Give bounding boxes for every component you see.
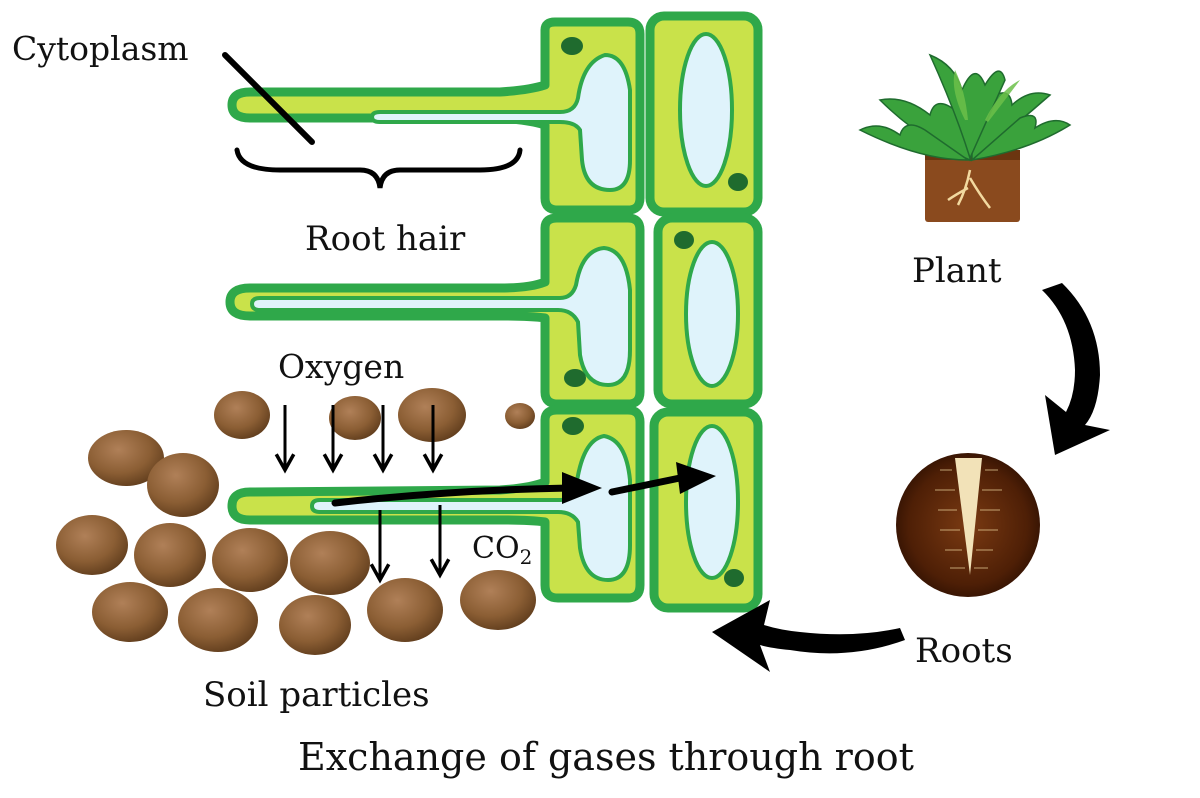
nucleus: [674, 231, 694, 249]
nucleus: [724, 569, 744, 587]
nucleus: [562, 417, 584, 435]
root-cross-section-icon: [896, 453, 1040, 597]
cortex-cell-middle: [653, 213, 763, 409]
co2-label: CO2: [472, 531, 532, 569]
oxygen-arrows: [285, 405, 433, 470]
root-hair-cell-bottom: [227, 405, 645, 603]
nucleus: [564, 369, 586, 387]
soil-particles-label: Soil particles: [203, 675, 430, 715]
oxygen-label: Oxygen: [278, 347, 404, 386]
roots-label: Roots: [915, 631, 1013, 671]
diagram-caption: Exchange of gases through root: [298, 735, 914, 779]
flow-arrow-roots-to-cells: [712, 600, 905, 672]
root-hair-cell-middle: [225, 213, 645, 409]
cortex-cell-bottom: [649, 407, 763, 613]
diffusion-arrows: [331, 462, 716, 507]
co2-arrows: [380, 505, 440, 580]
plant-label: Plant: [912, 251, 1002, 291]
root-hair-cell-top: [227, 17, 645, 215]
nucleus: [728, 173, 748, 191]
root-hair-label: Root hair: [305, 219, 466, 259]
flow-arrow-plant-to-roots: [1042, 283, 1110, 455]
soil-particles: [56, 388, 536, 655]
cortex-cell-top: [645, 11, 763, 217]
root-cells: [225, 11, 763, 613]
root-hair-brace: [234, 147, 523, 189]
cytoplasm-pointer-line: [222, 52, 315, 145]
cytoplasm-label: Cytoplasm: [12, 29, 189, 68]
plant-icon: [858, 53, 1072, 222]
nucleus: [561, 37, 583, 55]
